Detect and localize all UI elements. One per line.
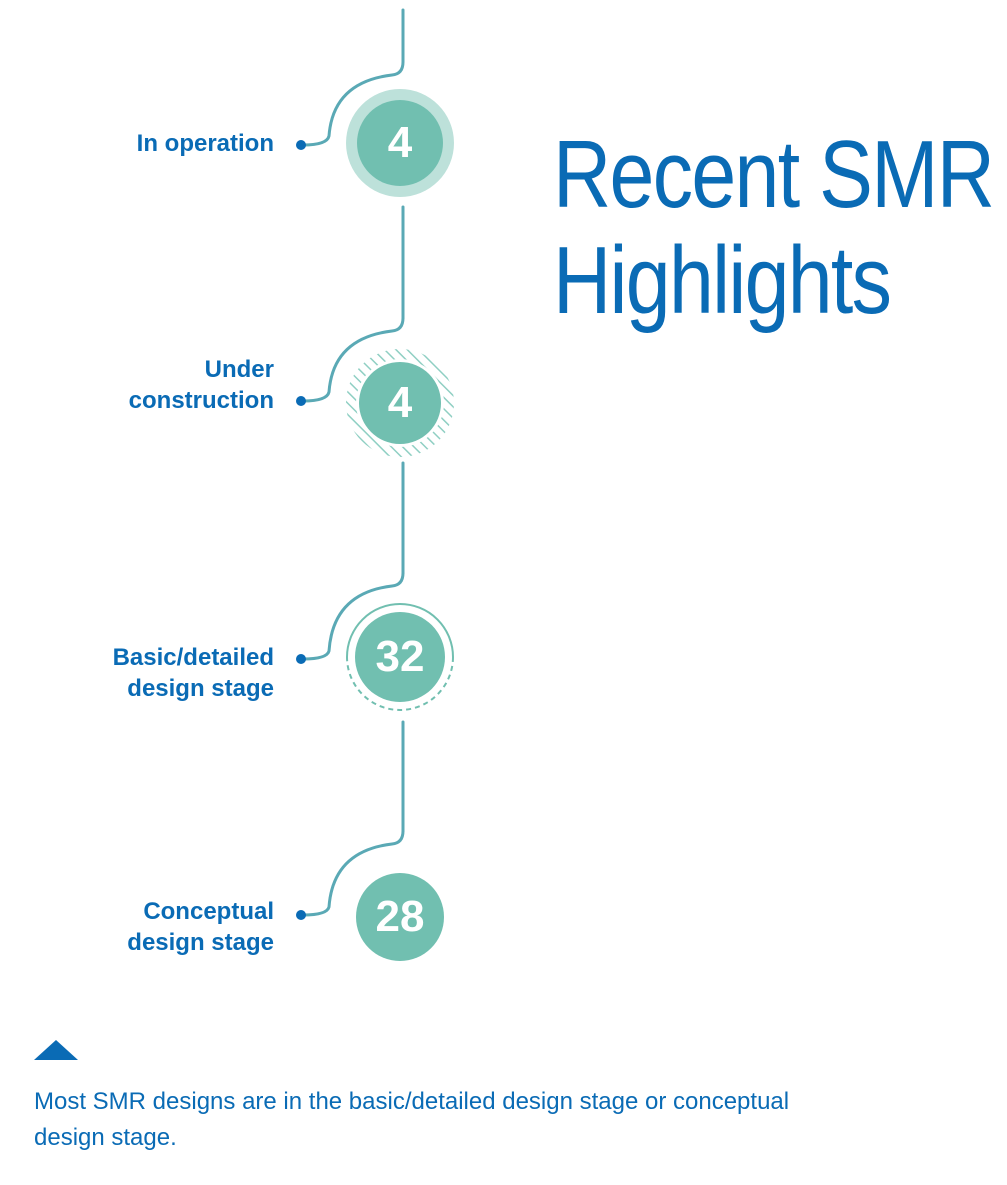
stage-count-in-operation: 4 (387, 118, 413, 167)
stage-label-line: construction (128, 387, 274, 414)
connector-dot (296, 910, 306, 920)
stage-node (355, 612, 445, 702)
stage-node (359, 362, 441, 444)
stage-label-conceptual-design: Conceptual design stage (14, 896, 274, 958)
title-line: Recent SMR (553, 121, 995, 228)
stage-label-line: design stage (127, 929, 274, 956)
stage-label-line: Basic/detailed (112, 644, 274, 671)
stage-count-under-construction: 4 (387, 378, 413, 427)
page-title: Recent SMR Highlights (553, 121, 995, 334)
stage-label-under-construction: Under construction (14, 354, 274, 416)
connector-line (301, 8, 405, 917)
stage-node (356, 873, 444, 961)
connector-dot (296, 654, 306, 664)
stage-label-line: In operation (136, 130, 274, 157)
triangle-up-icon (34, 1040, 78, 1060)
stage-label-basic-detailed-design: Basic/detailed design stage (14, 642, 274, 704)
connector-dot (296, 396, 306, 406)
connector-dot (296, 140, 306, 150)
stage-node (357, 100, 443, 186)
dashed-ring (346, 656, 454, 711)
title-line: Highlights (553, 227, 892, 334)
stage-label-line: design stage (127, 675, 274, 702)
outer-ring (346, 603, 454, 658)
stage-label-in-operation: In operation (14, 128, 274, 159)
stage-count-basic-detailed-design: 32 (375, 632, 425, 681)
footnote-caption: Most SMR designs are in the basic/detail… (34, 1088, 790, 1151)
stage-count-conceptual-design: 28 (375, 892, 425, 941)
stage-label-line: Conceptual (143, 898, 274, 925)
stage-label-line: Under (204, 356, 274, 383)
